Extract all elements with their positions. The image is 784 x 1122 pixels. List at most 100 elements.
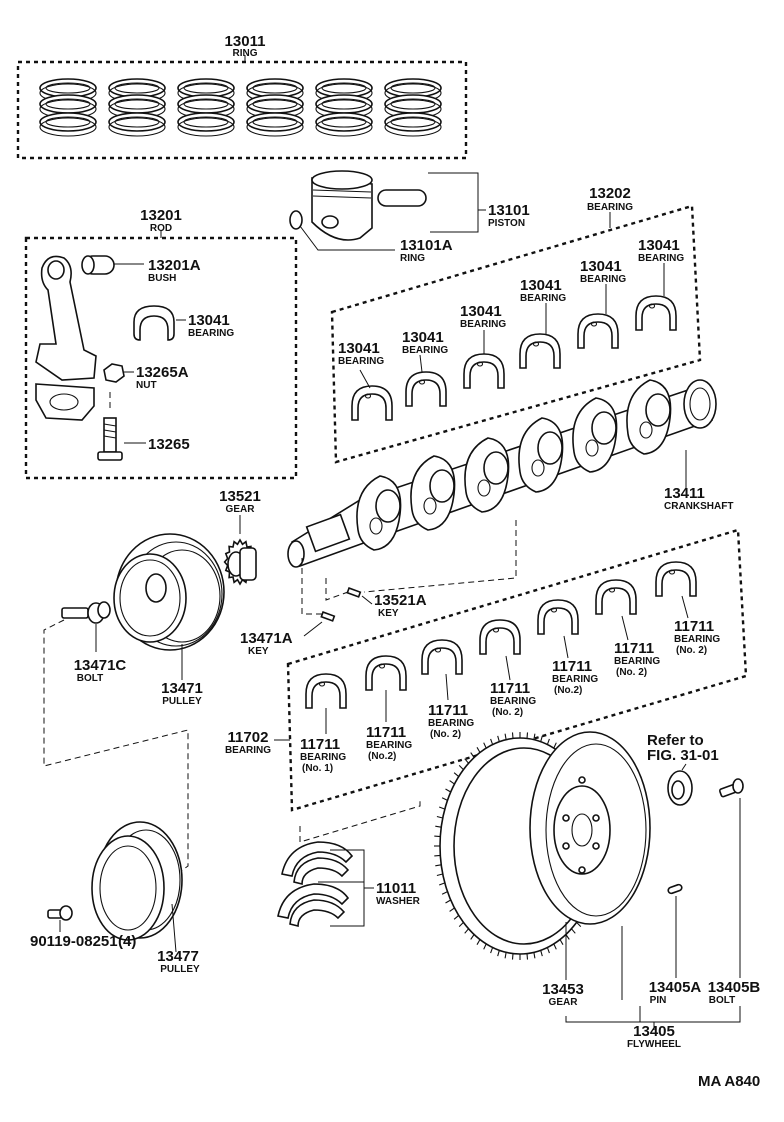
ring-set-dashed-box xyxy=(16,60,468,160)
bolt-number: 13471C xyxy=(74,657,127,674)
bearing-set-name: BEARING xyxy=(587,202,633,213)
upper-bearing-name: BEARING xyxy=(638,253,684,264)
ring-stack xyxy=(315,78,373,137)
upper-bearing-number: 13041 xyxy=(338,340,380,357)
main-bearing-name: BEARING xyxy=(428,718,474,729)
pulley2-number: 13477 xyxy=(157,948,199,965)
crank-throw xyxy=(572,397,618,473)
main-bearing-number: 11711 xyxy=(300,736,340,753)
upper-bearing-name: BEARING xyxy=(460,319,506,330)
upper-bearing-shell xyxy=(519,333,561,369)
pulley2-group: 13477 PULLEY 90119-08251 (4) xyxy=(30,821,200,975)
upper-bearing-number: 13041 xyxy=(402,329,444,346)
rod-bolt xyxy=(103,417,117,453)
flywheel-group: Refer to FIG. 31-01 13453 GEAR 13405A PI… xyxy=(434,731,761,1050)
thrust-washers xyxy=(277,841,354,928)
thrust-washer xyxy=(277,883,350,928)
key2-number: 13471A xyxy=(240,630,293,647)
main-bearing-sub: (No. 2) xyxy=(676,645,707,656)
main-bearing-number: 11711 xyxy=(674,618,714,635)
upper-bearing-group: 13202 BEARING 13041BEARING13041BEARING13… xyxy=(330,185,702,464)
main-bearing-shell xyxy=(595,579,637,615)
gear-name: GEAR xyxy=(226,504,256,515)
crankshaft-number: 13411 xyxy=(664,485,705,502)
rod-name: ROD xyxy=(150,223,172,234)
piston-top xyxy=(311,170,373,190)
pulley2-name: PULLEY xyxy=(160,964,200,975)
key1-number: 13521A xyxy=(374,592,427,609)
rod-group: 13201 ROD 13201A BUSH 13041 BEARING 1326… xyxy=(24,207,298,480)
ring-stack xyxy=(384,78,442,137)
rod-dashed-box xyxy=(24,236,298,480)
flywheel-pin xyxy=(667,883,683,895)
rod-bolt-number: 13265 xyxy=(148,436,190,453)
ring-stack xyxy=(108,78,166,137)
pin-number: 13405A xyxy=(649,979,702,996)
bearing-set-number: 13202 xyxy=(589,185,631,202)
main-bearing-name: BEARING xyxy=(552,674,598,685)
crankshaft-name: CRANKSHAFT xyxy=(664,501,733,512)
pin-name: PIN xyxy=(650,995,667,1006)
main-bearing-dashed-box xyxy=(286,528,748,812)
upper-bearing-number: 13041 xyxy=(638,237,680,254)
main-bearing-number: 11711 xyxy=(552,658,592,675)
rod-bearing-number: 13041 xyxy=(188,312,230,329)
crank-throw xyxy=(410,455,456,531)
key1-name: KEY xyxy=(378,608,399,619)
key-13521a xyxy=(346,587,362,598)
small-bolt-number: 90119-08251 xyxy=(30,933,118,950)
crankshaft-group: 13411 CRANKSHAFT xyxy=(287,379,733,568)
washer-number: 11011 xyxy=(376,880,416,897)
piston-pin-boss xyxy=(321,215,339,229)
crank-throw xyxy=(626,379,672,455)
crank-throw xyxy=(356,475,402,551)
ring-stack xyxy=(177,78,235,137)
main-bearing-sub: (No.2) xyxy=(554,685,582,696)
upper-bearing-name: BEARING xyxy=(402,345,448,356)
ring-set-number: 13011 xyxy=(225,33,266,50)
refer-line1: Refer to xyxy=(647,732,704,749)
nut-name: NUT xyxy=(136,380,157,391)
nut xyxy=(103,363,125,383)
main-bearing-name: BEARING xyxy=(674,634,720,645)
main-bearing-number: 11711 xyxy=(614,640,654,657)
timing-gear xyxy=(223,538,257,586)
main-bearing-name: BEARING xyxy=(614,656,660,667)
main-bearing-shell xyxy=(421,639,463,675)
bush-number: 13201A xyxy=(148,257,201,274)
upper-bearing-number: 13041 xyxy=(520,277,562,294)
main-bearing-sub: (No. 1) xyxy=(302,763,333,774)
main-bearing-set-number: 11702 xyxy=(228,729,269,746)
main-bearing-name: BEARING xyxy=(490,696,536,707)
main-bearing-shell xyxy=(479,619,521,655)
main-bearing-shell xyxy=(365,655,407,691)
piston-name: PISTON xyxy=(488,218,525,229)
crankshaft xyxy=(287,379,717,568)
main-bearing-number: 11711 xyxy=(428,702,468,719)
diagram-code: MA A840 xyxy=(698,1073,760,1090)
upper-bearing-name: BEARING xyxy=(580,274,626,285)
pulley-bolt xyxy=(61,607,89,619)
piston-ring-name: RING xyxy=(400,253,425,264)
fw-bolt-name: BOLT xyxy=(709,995,735,1006)
ring-gear-number: 13453 xyxy=(542,981,584,998)
thrust-washer xyxy=(281,841,354,886)
washer-name: WASHER xyxy=(376,896,421,907)
connecting-rod xyxy=(35,255,97,381)
snap-ring xyxy=(289,210,303,230)
rod-cap xyxy=(35,383,95,421)
upper-bearings: 13041BEARING13041BEARING13041BEARING1304… xyxy=(338,237,684,421)
small-bolt-qty: (4) xyxy=(118,933,136,950)
rod-bearing xyxy=(133,305,175,341)
upper-bearing-dashed-box xyxy=(330,204,702,464)
pulley-group: 13471C BOLT 13471 PULLEY xyxy=(43,533,225,877)
main-bearing-set-name: BEARING xyxy=(225,745,271,756)
main-bearing-sub: (No.2) xyxy=(368,751,396,762)
pulley-name: PULLEY xyxy=(162,696,202,707)
upper-bearing-name: BEARING xyxy=(338,356,384,367)
fw-bolt-number: 13405B xyxy=(708,979,761,996)
piston-rings xyxy=(39,78,442,137)
